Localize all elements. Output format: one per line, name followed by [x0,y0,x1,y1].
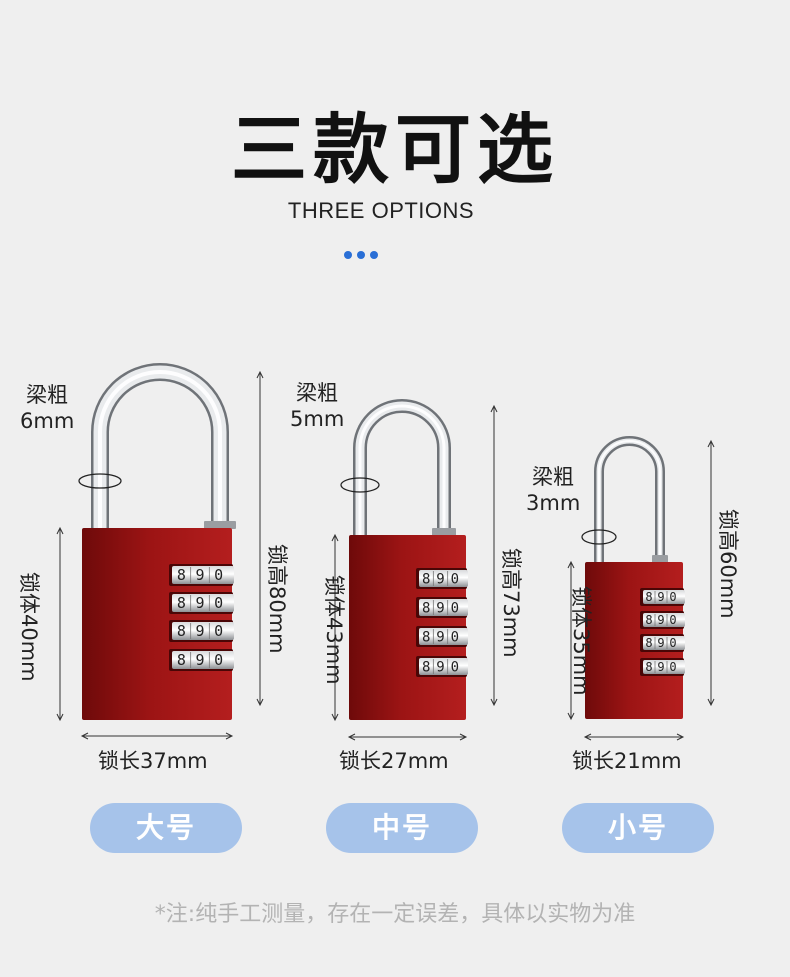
total-height-label-small: 锁高60mm [716,509,740,619]
dial-digit: 0 [669,613,676,627]
shackle-label-large: 梁粗 [26,383,68,407]
size-pill-large[interactable]: 大号 [90,803,242,853]
body-height-label-small: 锁体35mm [569,586,593,696]
width-label-small: 锁长21mm [572,749,682,773]
dial-digit: 9 [195,566,204,584]
dial-digit: 0 [214,566,223,584]
total-height-line-large [256,370,264,707]
dial-digit: 8 [177,651,186,669]
dial-digit: 9 [195,594,204,612]
shackle-thickness-marker-large [78,473,122,489]
dial-digit: 0 [669,590,676,604]
body-height-line-large [56,526,64,722]
dial-digit: 0 [451,600,459,616]
accent-dots [344,244,384,259]
dial-digit: 0 [451,659,459,675]
dial-digit: 9 [657,660,664,674]
dial-digit: 8 [422,659,430,675]
dial-digit: 9 [657,636,664,650]
total-height-line-medium [490,404,498,707]
dial-digit: 9 [657,590,664,604]
total-height-label-large: 锁高80mm [265,544,289,654]
width-line-large [80,732,234,740]
dial-digit: 8 [177,594,186,612]
dial-digit: 8 [645,613,652,627]
dial-digit: 9 [436,659,444,675]
shackle-size-medium: 5mm [290,407,344,431]
page-subtitle: THREE OPTIONS [287,198,475,223]
shackle-small [594,436,665,566]
size-pill-small[interactable]: 小号 [562,803,714,853]
dial-digit: 8 [645,636,652,650]
shackle-label-medium: 梁粗 [296,381,338,405]
dial-digit: 8 [422,571,430,587]
shackle-size-large: 6mm [20,409,74,433]
width-label-large: 锁长37mm [98,749,208,773]
size-pill-medium[interactable]: 中号 [326,803,478,853]
width-label-medium: 锁长27mm [339,749,449,773]
dial-digit: 8 [645,590,652,604]
dial-digit: 0 [214,594,223,612]
dial-digit: 0 [451,629,459,645]
dial-digit: 9 [436,600,444,616]
shackle-label-small: 梁粗 [532,465,574,489]
body-height-line-small [567,560,575,721]
dial-digit: 0 [214,651,223,669]
dial-digit: 0 [214,622,223,640]
dial-digit: 0 [451,571,459,587]
dial-digit: 8 [177,566,186,584]
dial-digit: 0 [669,660,676,674]
dial-digit: 9 [195,622,204,640]
total-height-label-medium: 锁高73mm [499,548,523,658]
dial-digit: 0 [669,636,676,650]
shackle-thickness-marker-small [581,529,617,545]
body-height-label-large: 锁体40mm [17,572,41,682]
width-line-small [583,733,685,741]
measurement-note: *注:纯手工测量，存在一定误差，具体以实物为准 [154,902,636,927]
body-height-line-medium [331,533,339,722]
body-height-label-medium: 锁体43mm [322,575,346,685]
shackle-medium [353,399,451,539]
dial-digit: 8 [177,622,186,640]
shackle-thickness-marker-medium [340,477,380,493]
width-line-medium [347,733,468,741]
dial-digit: 9 [195,651,204,669]
dial-digit: 8 [422,600,430,616]
dial-digit: 9 [436,571,444,587]
page-title: 三款可选 [231,105,559,194]
dial-digit: 9 [657,613,664,627]
dial-digit: 9 [436,629,444,645]
dial-digit: 8 [645,660,652,674]
dial-digit: 8 [422,629,430,645]
shackle-size-small: 3mm [526,491,580,515]
total-height-line-small [707,439,715,707]
